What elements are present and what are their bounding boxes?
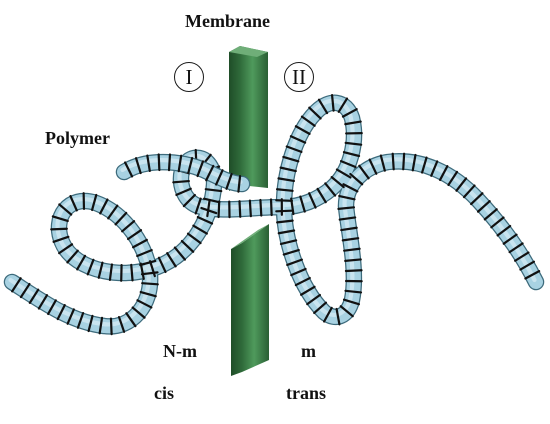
polymer-segment-ring	[219, 201, 220, 217]
polymer-label: Polymer	[45, 129, 110, 147]
polymer-segment-ring	[169, 155, 170, 171]
polymer-segment-ring	[403, 154, 404, 170]
membrane-lower-side	[231, 243, 242, 376]
polymer-segment-ring	[111, 319, 112, 335]
trans-segment-count-label: m	[301, 342, 316, 360]
membrane-upper-front	[240, 46, 268, 188]
membrane-upper-side	[229, 46, 240, 191]
cis-segment-count-label: N-m	[163, 342, 197, 360]
polymer-segment-ring	[345, 259, 361, 260]
polymer-segment-ring	[159, 154, 160, 170]
polymer-segment-ring	[393, 154, 394, 170]
polymer-segment-ring	[131, 265, 132, 281]
polymer-segment-ring	[346, 270, 362, 271]
polymer-segment-ring	[276, 211, 292, 212]
polymer-segment-ring	[332, 95, 334, 111]
region-cis-marker: I	[174, 62, 204, 92]
membrane-lower-front	[242, 224, 269, 372]
polymer-segment-ring	[250, 201, 251, 217]
polymer-segment-ring	[142, 283, 158, 284]
membrane-upper-wall	[229, 46, 268, 191]
polymer-segment-ring	[51, 229, 67, 230]
polymer-segment-ring	[173, 181, 189, 182]
polymer-segment-ring	[338, 207, 354, 209]
cis-side-label: cis	[154, 384, 174, 402]
polymer-segment-ring	[240, 201, 241, 217]
polymer-segment-ring	[271, 199, 272, 215]
membrane-lower-wall	[231, 224, 269, 376]
region-trans-marker: II	[284, 62, 314, 92]
membrane-label: Membrane	[185, 12, 270, 30]
polymer-segment-ring	[276, 200, 292, 201]
trans-side-label: trans	[286, 384, 326, 402]
polymer-segment-ring	[260, 200, 261, 216]
